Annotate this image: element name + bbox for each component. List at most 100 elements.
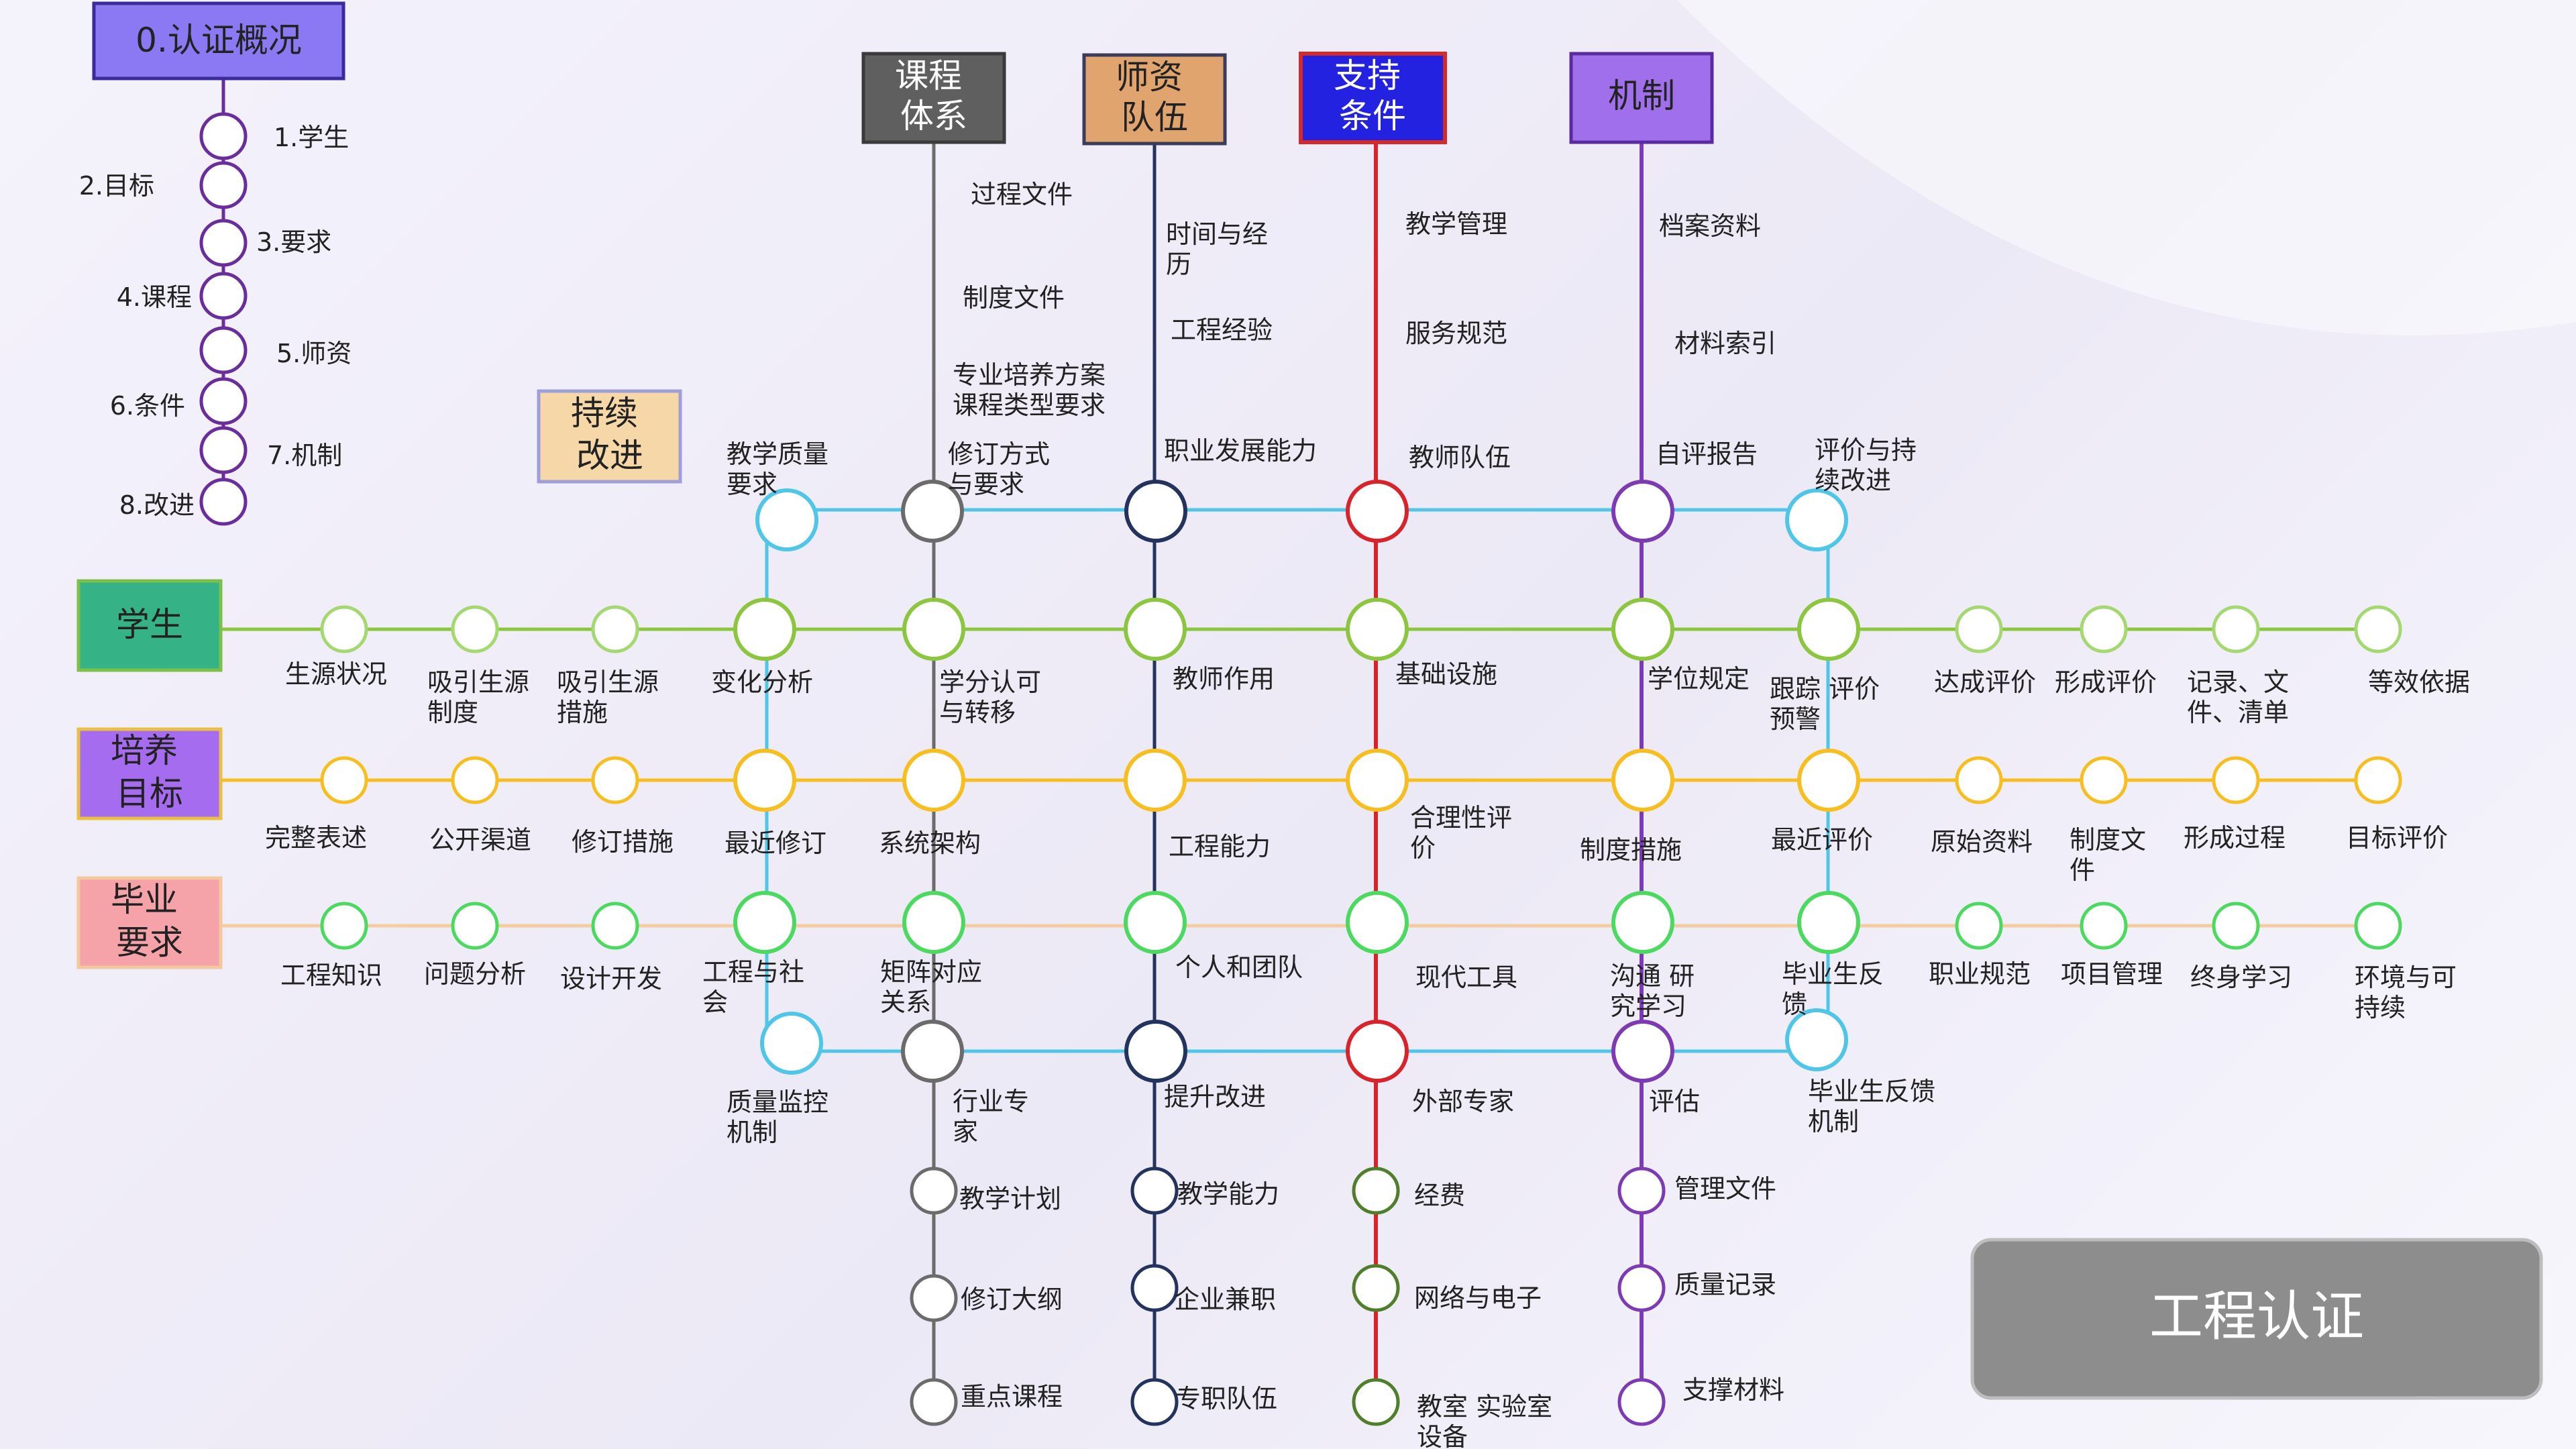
objectives-station[interactable] [1955,756,2003,804]
curriculum-interchange[interactable] [901,1020,964,1083]
curriculum-station-label-line: 制度文件 [963,283,1065,313]
requirements-interchange[interactable] [733,891,796,954]
students-station[interactable] [2080,605,2128,653]
students-station[interactable] [451,605,499,653]
faculty-station[interactable] [1130,1378,1179,1426]
overview-station[interactable] [199,161,248,209]
support-interchange[interactable] [1346,480,1409,543]
improvement-title-line: 改进 [576,436,643,475]
objectives-interchange[interactable] [1611,749,1674,812]
objectives-station[interactable] [2354,756,2402,804]
improvement-station[interactable] [760,1012,823,1075]
faculty-station[interactable] [1130,1264,1179,1312]
background-shape [1677,0,2576,335]
curriculum-station-label-line: 行业专 [953,1087,1029,1116]
certification-badge[interactable]: 工程认证 [1970,1238,2543,1400]
requirements-station[interactable] [451,902,499,950]
improvement-station-label-line: 质量监控 [727,1087,828,1117]
requirements-station[interactable] [2212,902,2260,950]
support-station[interactable] [1352,1378,1400,1426]
objectives-station[interactable] [320,756,368,804]
improvement-station-label: 最近评价 [1771,825,1873,855]
students-interchange[interactable] [733,598,796,661]
header-mechanism[interactable]: 机制 [1569,52,1714,144]
mechanism-station-label: 自评报告 [1656,439,1758,469]
support-station-label-line: 现代工具 [1415,963,1517,992]
support-interchange[interactable] [1346,1020,1409,1083]
header-overview[interactable]: 0.认证概况 [92,1,345,80]
requirements-interchange[interactable] [902,891,965,954]
requirements-station[interactable] [320,902,368,950]
students-station-label-line: 等效依据 [2368,667,2470,697]
faculty-interchange[interactable] [1124,1020,1187,1083]
curriculum-title: 课程 体系 [895,56,973,136]
curriculum-station-label-line: 修订方式 [948,439,1050,469]
students-station[interactable] [1955,605,2003,653]
objectives-station[interactable] [2212,756,2260,804]
requirements-interchange[interactable] [1611,891,1674,954]
overview-station[interactable] [199,478,248,526]
row-label-students[interactable]: 学生 [76,579,223,672]
requirements-interchange[interactable] [1346,891,1409,954]
row-label-objectives[interactable]: 培养 目标 [76,727,223,820]
improvement-station[interactable] [1785,488,1848,551]
curriculum-station-label: 行业专家 [953,1087,1029,1146]
objectives-station[interactable] [451,756,499,804]
objectives-station[interactable] [2080,756,2128,804]
overview-station[interactable] [199,326,248,374]
improvement-station-label-line: 馈 [1782,989,1807,1019]
overview-station[interactable] [199,112,248,160]
faculty-station-label: 提升改进 [1164,1082,1266,1112]
faculty-station[interactable] [1130,1167,1179,1215]
overview-station[interactable] [199,377,248,425]
overview-station[interactable] [199,426,248,474]
objectives-interchange[interactable] [733,749,796,812]
requirements-station[interactable] [591,902,639,950]
students-interchange[interactable] [1124,598,1187,661]
requirements-station[interactable] [1955,902,2003,950]
faculty-interchange[interactable] [1124,480,1187,543]
mechanism-station[interactable] [1617,1167,1666,1215]
curriculum-interchange[interactable] [901,480,964,543]
students-interchange[interactable] [1797,598,1860,661]
improvement-station[interactable] [755,488,818,551]
overview-item-label: 1.学生 [274,123,349,152]
students-interchange[interactable] [1346,598,1409,661]
students-station[interactable] [2354,605,2402,653]
support-station[interactable] [1352,1167,1400,1215]
requirements-station[interactable] [2080,902,2128,950]
students-station[interactable] [320,605,368,653]
curriculum-station[interactable] [910,1167,958,1215]
students-station[interactable] [2212,605,2260,653]
overview-station[interactable] [199,219,248,267]
overview-station[interactable] [199,272,248,320]
mechanism-interchange[interactable] [1611,480,1674,543]
improvement-station-label-line: 最近评价 [1771,825,1873,855]
students-interchange[interactable] [902,598,965,661]
header-support[interactable]: 支持 条件 [1299,52,1447,144]
improvement-station[interactable] [1785,1008,1848,1071]
header-faculty[interactable]: 师资 队伍 [1082,53,1227,146]
objectives-interchange[interactable] [1124,749,1187,812]
mechanism-station[interactable] [1617,1264,1666,1312]
support-station[interactable] [1352,1264,1400,1312]
curriculum-station[interactable] [910,1378,958,1426]
students-interchange[interactable] [1611,598,1674,661]
objectives-interchange[interactable] [1797,749,1860,812]
objectives-station-label: 修订措施 [572,827,674,857]
objectives-interchange[interactable] [1346,749,1409,812]
mechanism-station[interactable] [1617,1378,1666,1426]
curriculum-station[interactable] [910,1274,958,1322]
header-improvement[interactable]: 持续 改进 [537,389,682,484]
requirements-station[interactable] [2354,902,2402,950]
objectives-station[interactable] [591,756,639,804]
objectives-interchange[interactable] [902,749,965,812]
requirements-interchange[interactable] [1124,891,1187,954]
mechanism-interchange[interactable] [1611,1020,1674,1083]
row-label-requirements[interactable]: 毕业 要求 [76,876,223,969]
support-station-label-line: 经费 [1414,1181,1465,1210]
students-station[interactable] [591,605,639,653]
requirements-interchange[interactable] [1797,891,1860,954]
header-curriculum[interactable]: 课程 体系 [861,52,1006,144]
